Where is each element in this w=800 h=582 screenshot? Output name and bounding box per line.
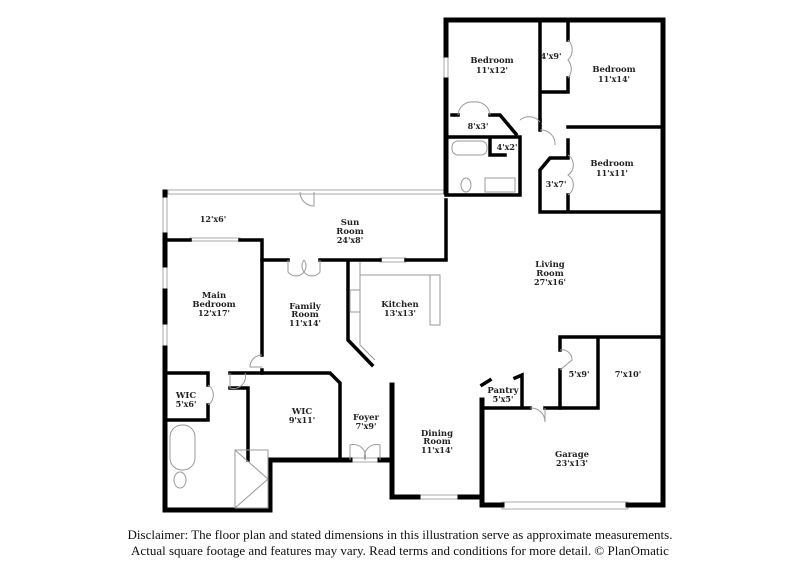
room-dims-pantry: 5'x5' [493,394,514,404]
room-name-bedroom-3: Bedroom [590,159,633,169]
room-name-main-bedroom-2: Bedroom [192,300,235,310]
room-dims-living-room: 27'x16' [534,277,566,287]
room-dims-wic-small: 5'x6' [176,399,197,409]
room-name-foyer: Foyer [353,413,380,423]
room-name-garage: Garage [555,450,590,460]
room-name-main-bedroom-1: Main [202,291,226,301]
room-name-wic-small: WIC [175,391,197,401]
room-dims-garage: 23'x13' [556,458,588,468]
room-dims-closet-4x2: 4'x2' [497,142,518,152]
room-labels: Bedroom 11'x12' Bedroom 11'x14' Bedroom … [175,51,641,468]
room-dims-closet-5x9: 5'x9' [569,369,590,379]
room-name-bedroom-1: Bedroom [470,56,513,66]
room-dims-sun-room: 24'x8' [337,235,363,245]
room-dims-main-bedroom: 12'x17' [198,308,230,318]
room-dims-closet-3x7: 3'x7' [546,179,567,189]
room-dims-closet-8x3: 8'x3' [468,121,489,131]
room-dims-closet-4x9: 4'x9' [541,51,562,61]
room-name-living-room-2: Room [536,269,563,279]
room-name-sun-room-1: Sun [341,218,360,228]
interior-walls [163,18,665,462]
exterior-walls [162,17,666,513]
room-dims-kitchen: 13'x13' [384,308,416,318]
room-name-sun-room-2: Room [336,227,363,237]
room-dims-family-room: 11'x14' [289,318,321,328]
room-name-family-room-1: Family [289,302,322,312]
room-name-bedroom-2: Bedroom [592,65,635,75]
disclaimer-line-1: Disclaimer: The floor plan and stated di… [127,527,673,542]
room-dims-bedroom-3: 11'x11' [596,168,628,178]
fixtures [169,140,516,509]
room-name-dining-room-2: Room [423,437,450,447]
room-dims-porch: 12'x6' [200,214,226,224]
doors[interactable] [207,39,574,461]
room-name-wic-large: WIC [291,407,313,417]
room-dims-wic-large: 9'x11' [289,415,315,425]
room-dims-bedroom-2: 11'x14' [598,74,630,84]
disclaimer-line-2: Actual square footage and features may v… [131,543,669,558]
room-name-kitchen: Kitchen [381,300,419,310]
room-name-family-room-2: Room [291,310,318,320]
room-name-living-room-1: Living [535,260,565,270]
room-name-pantry: Pantry [487,386,519,396]
windows [162,54,666,510]
room-dims-storage-7x10: 7'x10' [615,369,641,379]
room-name-dining-room-1: Dining [421,429,453,439]
room-dims-dining-room: 11'x14' [421,445,453,455]
room-dims-bedroom-1: 11'x12' [476,65,508,75]
room-dims-foyer: 7'x9' [356,421,377,431]
